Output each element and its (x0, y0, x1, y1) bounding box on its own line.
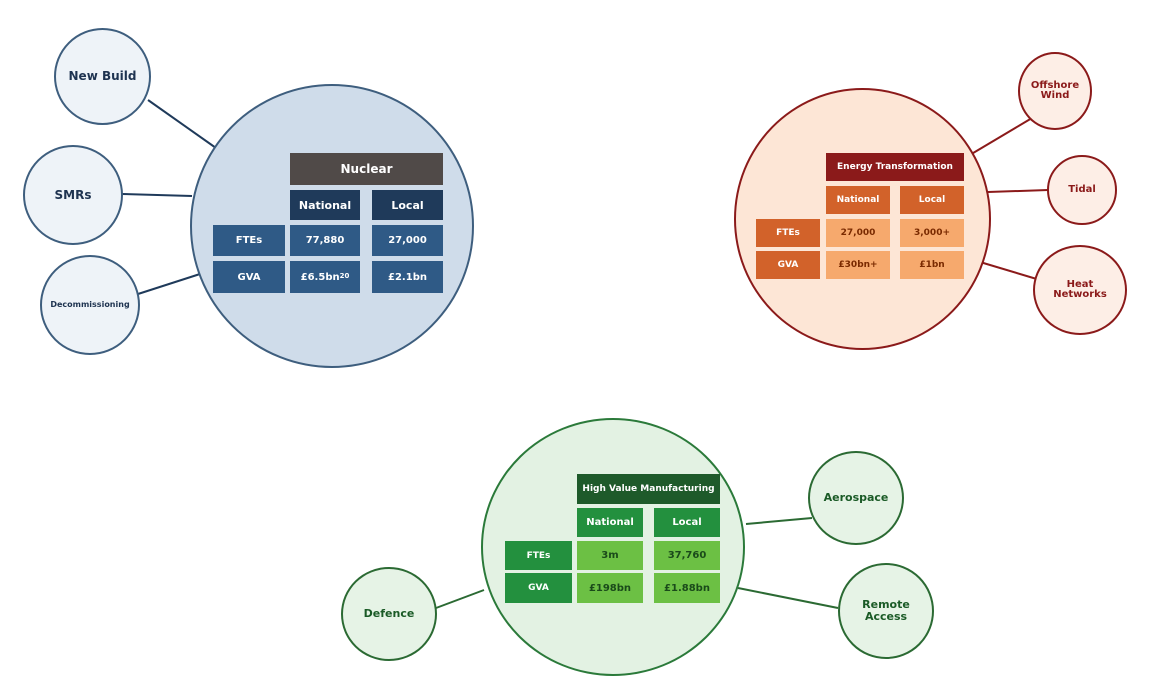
hvm-row-ftes: FTEs (505, 541, 572, 570)
energy-col-national: National (826, 186, 890, 214)
energy-ftes-national: 27,000 (826, 219, 890, 247)
connector-defence (435, 589, 485, 609)
hvm-col-national: National (577, 508, 643, 537)
nuclear-row-gva: GVA (213, 261, 285, 293)
hvm-gva-local: £1.88bn (654, 573, 720, 603)
sat-defence: Defence (341, 567, 437, 661)
nuclear-ftes-local: 27,000 (372, 225, 443, 256)
hvm-ftes-local: 37,760 (654, 541, 720, 570)
hvm-row-gva: GVA (505, 573, 572, 603)
nuclear-title: Nuclear (290, 153, 443, 185)
footnote-ref: 20 (339, 272, 350, 280)
sat-aerospace: Aerospace (808, 451, 904, 545)
sat-remote-access-label: Remote Access (862, 598, 910, 623)
sat-decommissioning: Decommissioning (40, 255, 140, 355)
connector-smrs (121, 193, 193, 197)
hvm-ftes-national: 3m (577, 541, 643, 570)
connector-aerospace (745, 517, 813, 525)
energy-row-gva: GVA (756, 251, 820, 279)
connector-remote-access (737, 587, 839, 609)
hvm-col-local: Local (654, 508, 720, 537)
energy-title: Energy Transformation (826, 153, 964, 181)
sat-new-build: New Build (54, 28, 151, 125)
hvm-title: High Value Manufacturing (577, 474, 720, 504)
connector-heat-networks (979, 261, 1041, 281)
nuclear-row-ftes: FTEs (213, 225, 285, 256)
sat-heat-networks: Heat Networks (1033, 245, 1127, 335)
nuclear-col-local: Local (372, 190, 443, 220)
energy-col-local: Local (900, 186, 964, 214)
hvm-gva-national: £198bn (577, 573, 643, 603)
connector-tidal (987, 189, 1049, 193)
nuclear-col-national: National (290, 190, 360, 220)
energy-ftes-local: 3,000+ (900, 219, 964, 247)
sat-offshore-wind: Offshore Wind (1018, 52, 1092, 130)
energy-gva-national: £30bn+ (826, 251, 890, 279)
nuclear-gva-local: £2.1bn (372, 261, 443, 293)
sat-smrs: SMRs (23, 145, 123, 245)
connector-decommissioning (137, 273, 201, 295)
nuclear-ftes-national: 77,880 (290, 225, 360, 256)
sat-offshore-wind-label: Offshore Wind (1030, 79, 1080, 101)
sat-tidal: Tidal (1047, 155, 1117, 225)
connector-new-build (147, 99, 217, 149)
sat-remote-access: Remote Access (838, 563, 934, 659)
energy-row-ftes: FTEs (756, 219, 820, 247)
sat-heat-networks-label: Heat Networks (1053, 278, 1107, 300)
nuclear-gva-national-value: £6.5bn (300, 271, 340, 283)
energy-gva-local: £1bn (900, 251, 964, 279)
